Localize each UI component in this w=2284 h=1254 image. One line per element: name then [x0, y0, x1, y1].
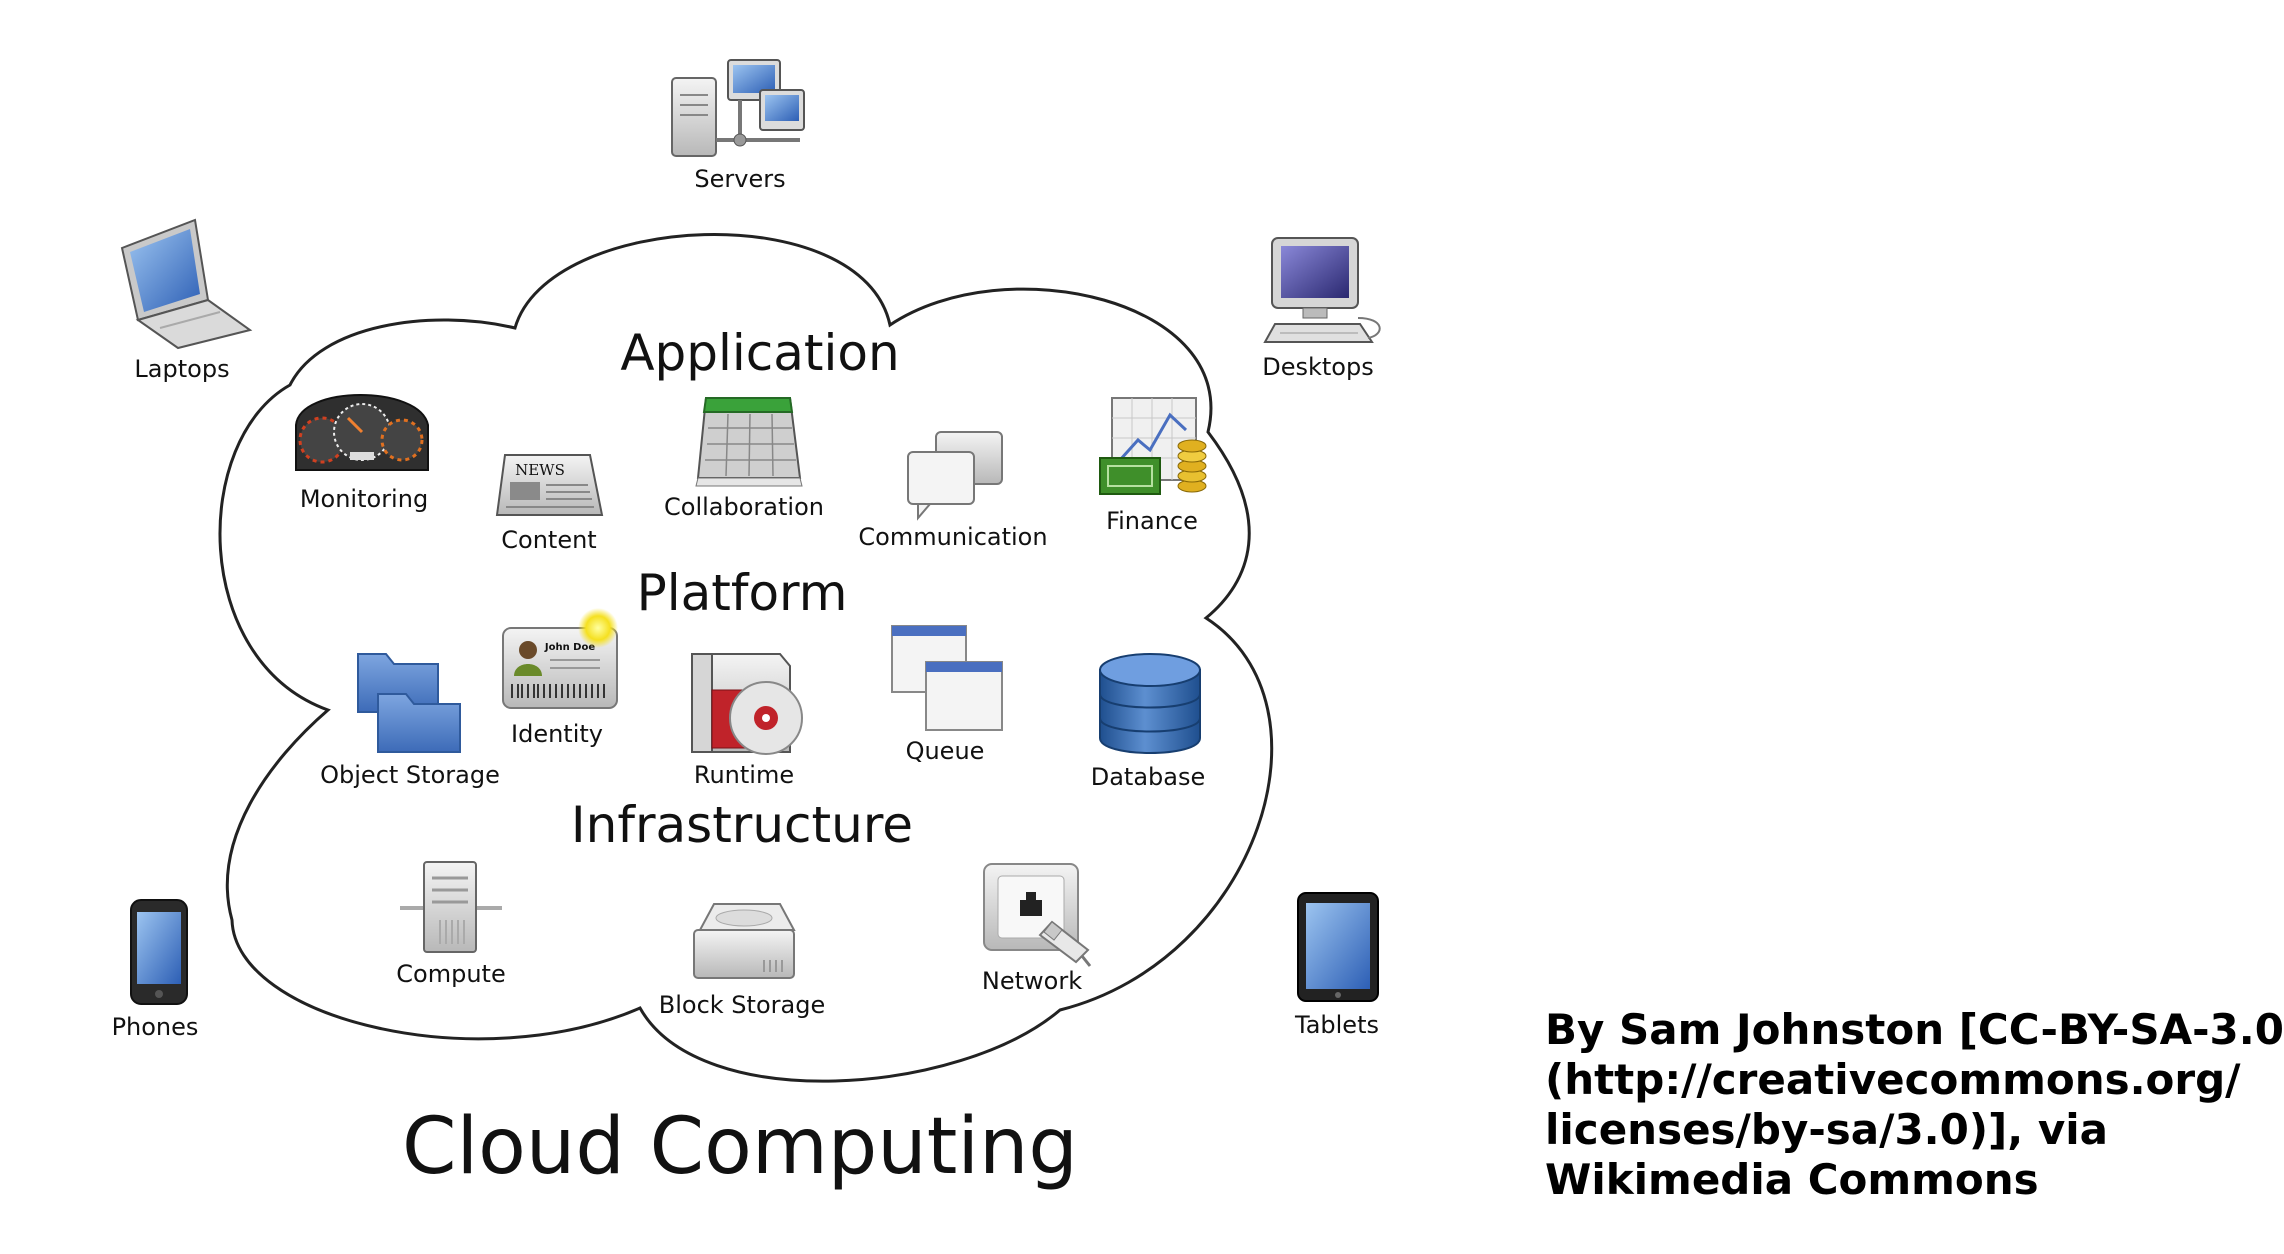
database-icon	[1099, 653, 1201, 754]
laptops-label: Laptops	[134, 355, 229, 383]
phone-icon	[130, 899, 188, 1005]
tablet-icon	[1297, 892, 1379, 1002]
news-text: NEWS	[515, 461, 565, 479]
application-heading: Application	[620, 324, 899, 382]
chat-bubbles-icon	[907, 431, 1003, 521]
object-storage-label: Object Storage	[320, 761, 500, 789]
queue-label: Queue	[906, 737, 985, 765]
servers-icon	[671, 59, 805, 157]
runtime-label: Runtime	[694, 761, 794, 789]
identity-label: Identity	[511, 720, 603, 748]
finance-label: Finance	[1106, 507, 1198, 535]
desktop-icon	[1263, 237, 1381, 343]
attribution-credit: By Sam Johnston [CC-BY-SA-3.0 (http://cr…	[1545, 1005, 2284, 1205]
infrastructure-heading: Infrastructure	[571, 796, 913, 854]
folder-icon	[357, 653, 461, 753]
monitoring-label: Monitoring	[300, 485, 428, 513]
database-label: Database	[1091, 763, 1206, 791]
newspaper-icon: NEWS	[495, 454, 604, 516]
network-label: Network	[982, 967, 1082, 995]
gauge-icon	[295, 394, 429, 471]
calendar-icon	[695, 397, 803, 487]
credit-line-4: Wikimedia Commons	[1545, 1155, 2039, 1204]
runtime-icon	[691, 653, 803, 755]
credit-line-2: (http://creativecommons.org/	[1545, 1055, 2241, 1104]
credit-line-1: By Sam Johnston [CC-BY-SA-3.0	[1545, 1005, 2284, 1054]
collaboration-label: Collaboration	[664, 493, 824, 521]
id-name-text: John Doe	[544, 642, 595, 653]
hard-drive-icon	[693, 903, 796, 979]
network-port-icon	[983, 863, 1092, 967]
compute-tower-icon	[400, 861, 502, 953]
servers-label: Servers	[694, 165, 785, 193]
phones-label: Phones	[112, 1013, 199, 1041]
credit-line-3: licenses/by-sa/3.0)], via	[1545, 1105, 2108, 1154]
laptop-icon	[120, 218, 253, 350]
platform-heading: Platform	[637, 564, 848, 622]
desktops-label: Desktops	[1262, 353, 1373, 381]
compute-label: Compute	[396, 960, 505, 988]
block-storage-label: Block Storage	[659, 991, 825, 1019]
tablets-label: Tablets	[1294, 1011, 1379, 1039]
content-label: Content	[501, 526, 596, 554]
communication-label: Communication	[858, 523, 1047, 551]
diagram-title: Cloud Computing	[402, 1102, 1078, 1192]
finance-icon	[1099, 397, 1207, 495]
queue-windows-icon	[891, 625, 1003, 731]
id-card-icon: John Doe	[502, 608, 618, 709]
